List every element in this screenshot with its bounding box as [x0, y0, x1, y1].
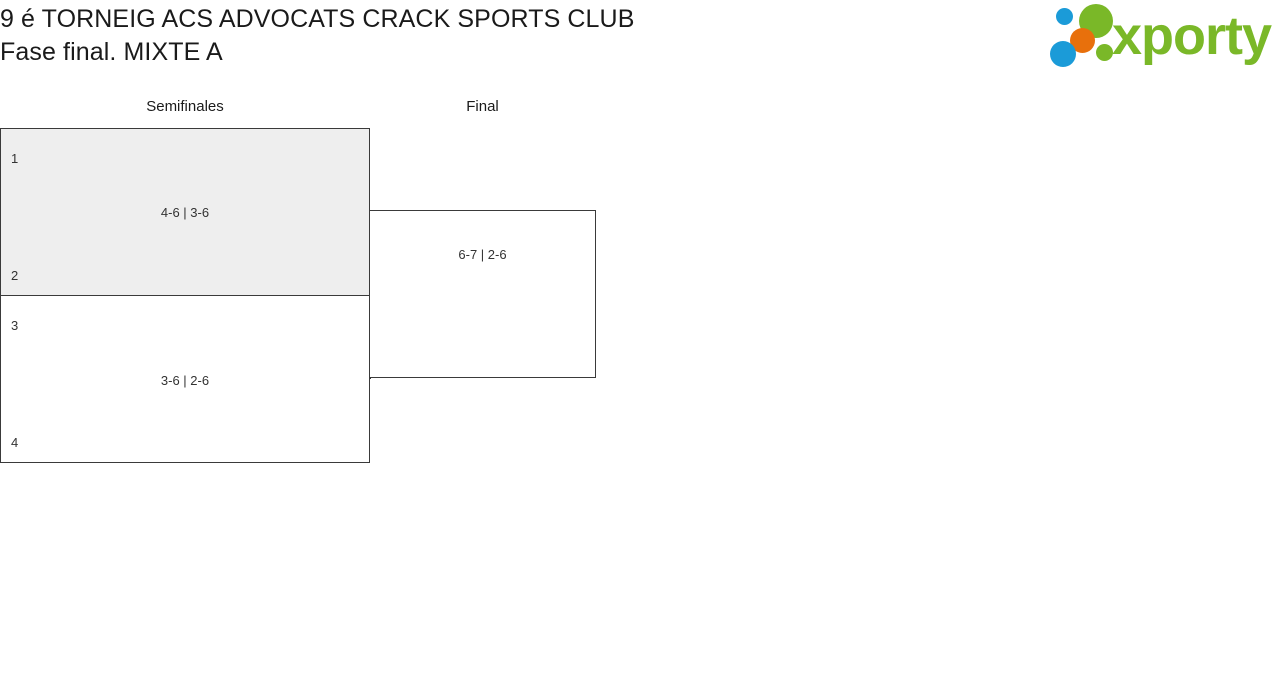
page-title: 9 é TORNEIG ACS ADVOCATS CRACK SPORTS CL… [0, 5, 635, 33]
match-final[interactable]: 6-7 | 2-6 [369, 210, 596, 378]
round-header-final: Final [466, 98, 499, 115]
match-semifinal-2-bottom-seed: 4 [11, 435, 19, 450]
match-semifinal-1[interactable]: 1 4-6 | 3-6 2 [0, 128, 370, 296]
match-semifinal-2[interactable]: 3 3-6 | 2-6 4 [0, 295, 370, 463]
logo-dot-green-small-icon [1096, 44, 1113, 61]
match-semifinal-1-top-seed: 1 [11, 151, 19, 166]
match-semifinal-2-top-seed: 3 [11, 318, 19, 333]
round-header-semifinales: Semifinales [146, 98, 224, 115]
match-semifinal-1-bottom-seed: 2 [11, 268, 19, 283]
logo-dot-blue-bottom-icon [1050, 41, 1076, 67]
match-final-score: 6-7 | 2-6 [458, 247, 507, 262]
match-semifinal-2-score: 3-6 | 2-6 [160, 373, 210, 388]
logo-dot-blue-top-icon [1056, 8, 1073, 25]
page-subtitle: Fase final. MIXTE A [0, 38, 223, 66]
xporty-logo[interactable]: xporty [1046, 3, 1276, 71]
logo-wordmark: xporty [1112, 6, 1272, 66]
match-semifinal-1-score: 4-6 | 3-6 [160, 205, 210, 220]
bracket-connector-semifinal-2 [369, 378, 371, 379]
page-header: 9 é TORNEIG ACS ADVOCATS CRACK SPORTS CL… [0, 0, 1280, 75]
